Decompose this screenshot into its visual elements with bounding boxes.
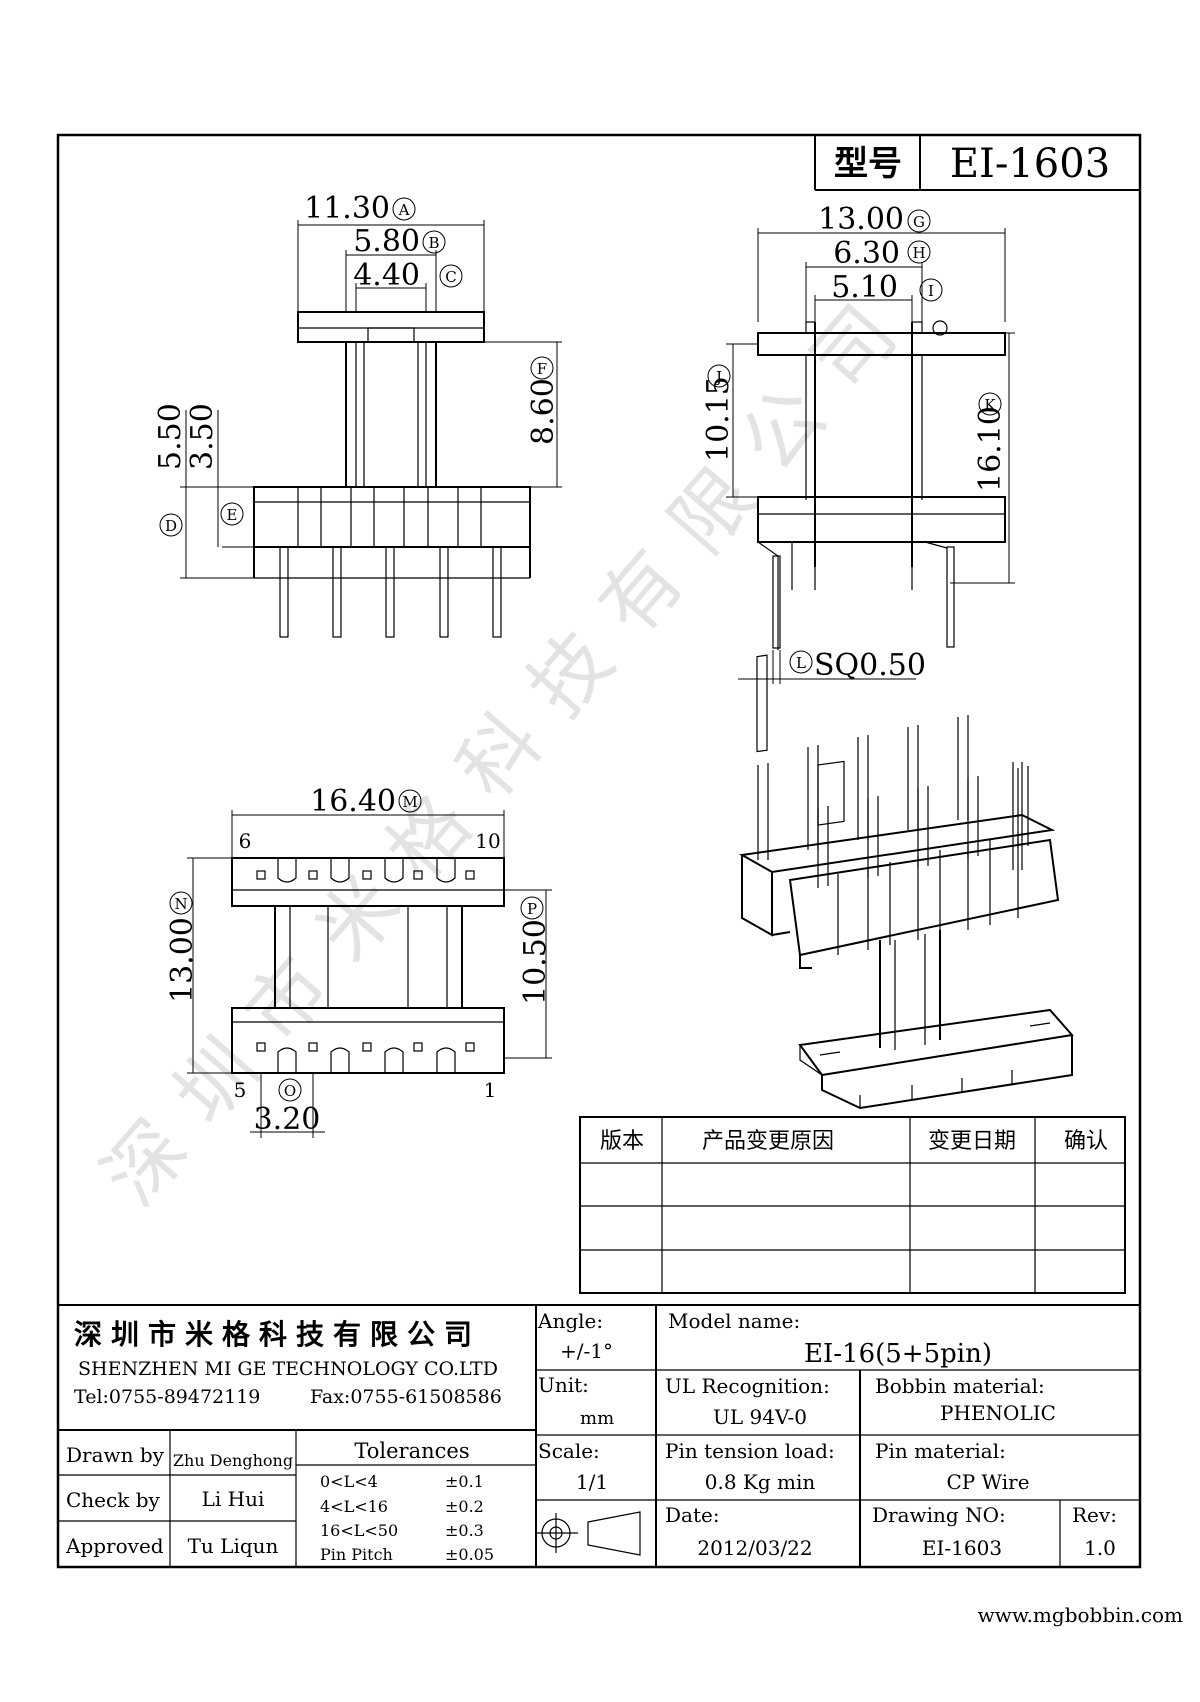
- tol-value-1: ±0.1: [445, 1472, 484, 1491]
- dim-n-value: 13.00: [165, 917, 200, 1003]
- model-header-value: EI-1603: [950, 141, 1110, 187]
- unit-value: mm: [580, 1408, 614, 1429]
- bobbin-material-label: Bobbin material:: [875, 1374, 1045, 1398]
- company-fax: Fax:0755-61508586: [310, 1386, 502, 1408]
- tol-range-4: Pin Pitch: [320, 1545, 393, 1564]
- rev-value: 1.0: [1084, 1536, 1116, 1560]
- approved-label: Approved: [65, 1534, 164, 1558]
- dim-e-tag: E: [227, 506, 238, 524]
- pin-label-6: 6: [239, 829, 252, 853]
- dim-e-value: 3.50: [185, 403, 220, 470]
- model-header-box: 型号 EI-1603: [814, 135, 1140, 191]
- angle-value: +/-1°: [560, 1339, 613, 1363]
- dim-i-tag: I: [928, 282, 934, 300]
- dim-a-value: 11.30: [304, 191, 390, 226]
- dim-h-value: 6.30: [833, 236, 900, 271]
- pin-label-1: 1: [484, 1078, 497, 1102]
- drawing-no-label: Drawing NO:: [872, 1503, 1006, 1527]
- pin-label-10: 10: [475, 829, 500, 853]
- dim-k-tag: K: [984, 396, 996, 414]
- dim-o-value: 3.20: [254, 1102, 321, 1137]
- tol-range-2: 4<L<16: [320, 1497, 388, 1516]
- drawing-no-value: EI-1603: [922, 1536, 1002, 1560]
- pin-tension-value: 0.8 Kg min: [705, 1470, 816, 1494]
- tol-value-3: ±0.3: [445, 1521, 484, 1540]
- projection-symbol-icon: [536, 1511, 641, 1556]
- pin-label-5: 5: [234, 1078, 247, 1102]
- ul-value: UL 94V-0: [713, 1405, 807, 1429]
- model-name-value: EI-16(5+5pin): [804, 1339, 992, 1369]
- dim-i-value: 5.10: [831, 270, 898, 305]
- dim-d-tag: D: [165, 517, 177, 535]
- model-header-label: 型号: [834, 144, 902, 184]
- rev-header-confirm: 确认: [1064, 1129, 1108, 1154]
- dim-l-value: SQ0.50: [814, 648, 926, 683]
- dim-j-value: 10.15: [701, 376, 736, 462]
- dim-f-tag: F: [537, 360, 547, 378]
- dim-o-tag: O: [284, 1082, 296, 1100]
- dim-l-tag: L: [796, 654, 806, 672]
- angle-label: Angle:: [537, 1309, 603, 1333]
- sheet-border: [56, 133, 1142, 1569]
- dim-n-tag: N: [174, 895, 187, 913]
- dim-b-tag: B: [428, 234, 439, 252]
- company-tel: Tel:0755-89472119: [74, 1386, 260, 1408]
- drawn-by-label: Drawn by: [66, 1443, 165, 1467]
- check-by-value: Li Hui: [202, 1487, 265, 1511]
- bobbin-material-value: PHENOLIC: [940, 1401, 1056, 1425]
- dim-c-tag: C: [445, 268, 456, 286]
- dim-g-tag: G: [913, 213, 925, 231]
- dim-m-value: 16.40: [310, 784, 396, 819]
- pin-tension-label: Pin tension load:: [665, 1439, 835, 1463]
- check-by-label: Check by: [66, 1488, 161, 1512]
- dim-m-tag: M: [402, 793, 417, 811]
- dim-g-value: 13.00: [818, 202, 904, 237]
- approved-value: Tu Liqun: [188, 1534, 279, 1558]
- company-name-en: SHENZHEN MI GE TECHNOLOGY CO.LTD: [78, 1358, 498, 1380]
- dim-f-value: 8.60: [526, 378, 561, 445]
- dim-h-tag: H: [912, 244, 925, 262]
- company-name-cn: 深圳市米格科技有限公司: [74, 1318, 481, 1351]
- dim-c-value: 4.40: [353, 258, 420, 293]
- pin-material-value: CP Wire: [946, 1470, 1029, 1494]
- side-view: 13.00 G 6.30 H 5.10 I 10.15 J 16.10: [701, 202, 1015, 684]
- dim-k-value: 16.10: [973, 406, 1008, 492]
- rev-header-reason: 产品变更原因: [702, 1129, 834, 1154]
- pin-material-label: Pin material:: [875, 1439, 1006, 1463]
- dim-a-tag: A: [398, 201, 410, 219]
- rev-label: Rev:: [1072, 1503, 1117, 1527]
- unit-label: Unit:: [538, 1373, 589, 1397]
- scale-value: 1/1: [576, 1470, 608, 1494]
- tol-range-1: 0<L<4: [320, 1472, 378, 1491]
- dim-p-tag: P: [527, 900, 537, 918]
- rev-header-version: 版本: [600, 1129, 644, 1154]
- website-url: www.mgbobbin.com: [978, 1603, 1183, 1627]
- dim-b-value: 5.80: [353, 224, 420, 259]
- dim-p-value: 10.50: [518, 919, 553, 1005]
- tol-value-2: ±0.2: [445, 1497, 484, 1516]
- tolerances-title: Tolerances: [354, 1439, 469, 1463]
- title-block: 深圳市米格科技有限公司 SHENZHEN MI GE TECHNOLOGY CO…: [58, 1304, 1140, 1567]
- drawn-by-value: Zhu Denghong: [173, 1451, 293, 1470]
- dim-d-value: 5.50: [153, 403, 188, 470]
- dim-j-tag: J: [714, 368, 722, 386]
- bottom-view: 6 10 5 1 16.40 M 13.00 N 10.50 P O: [165, 784, 553, 1138]
- revision-table: 版本 产品变更原因 变更日期 确认: [579, 1116, 1126, 1294]
- tol-value-4: ±0.05: [445, 1545, 494, 1564]
- model-name-label: Model name:: [668, 1309, 800, 1333]
- ul-label: UL Recognition:: [665, 1374, 830, 1398]
- scale-label: Scale:: [538, 1439, 600, 1463]
- front-view: 11.30 A 5.80 B 4.40 C 8.60 F: [153, 191, 562, 638]
- rev-header-date: 变更日期: [928, 1129, 1016, 1154]
- date-label: Date:: [665, 1503, 720, 1527]
- tol-range-3: 16<L<50: [320, 1521, 398, 1540]
- date-value: 2012/03/22: [697, 1536, 812, 1560]
- isometric-view: [738, 654, 1074, 1110]
